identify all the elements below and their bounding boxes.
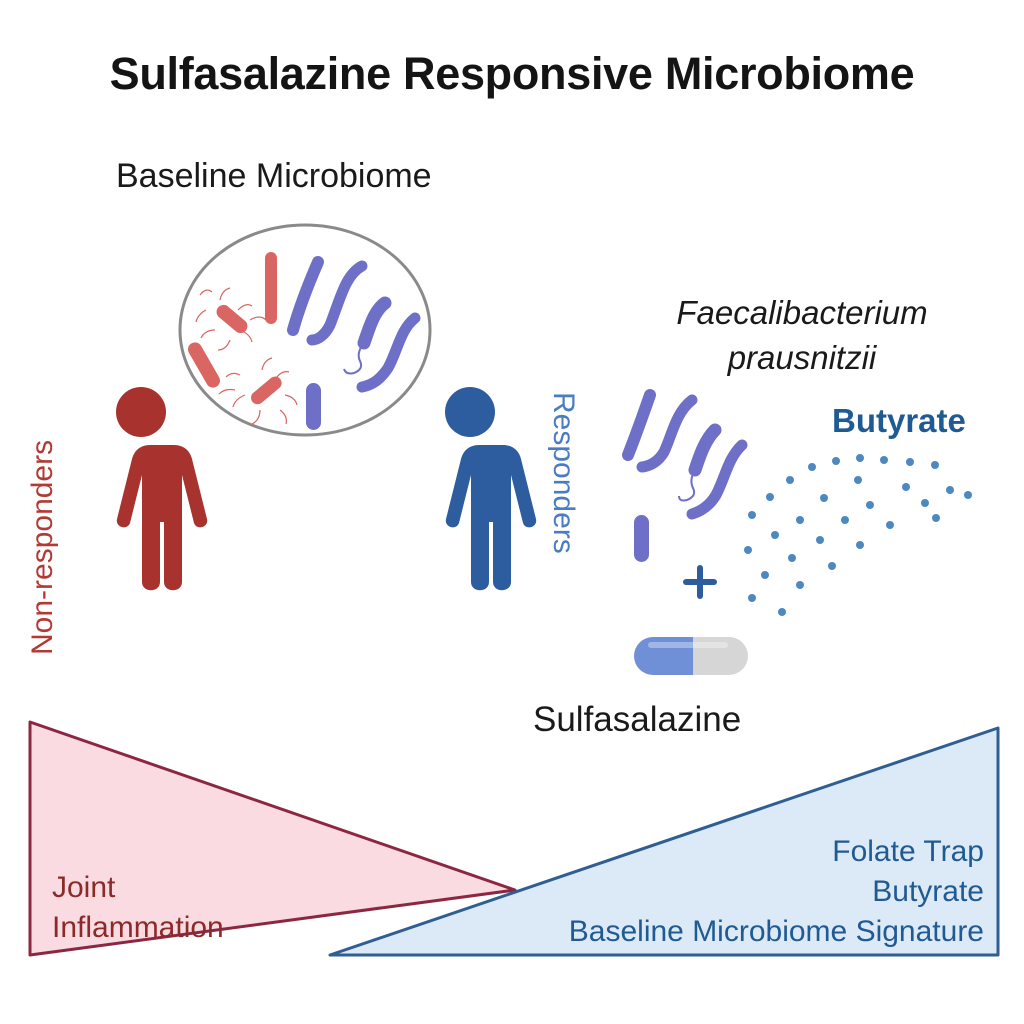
capsule-icon <box>634 637 748 675</box>
outcome-line: Folate Trap <box>832 835 984 868</box>
red-flagellated-bacterium-icon <box>218 357 298 425</box>
red-flagellated-bacterium-icon <box>195 287 267 351</box>
non-responder-person-icon <box>108 387 208 591</box>
butyrate-label: Butyrate <box>832 402 966 439</box>
drug-label: Sulfasalazine <box>533 700 742 739</box>
purple-curved-bacterium-icon <box>356 312 421 393</box>
purple-rod-bacterium-icon <box>287 256 324 336</box>
purple-rod-bacterium-icon <box>306 383 321 430</box>
purple-curved-bacterium-icon <box>306 260 368 346</box>
red-rod-bacterium-icon <box>188 342 220 388</box>
responder-outcome: Folate Trap Butyrate Baseline Microbiome… <box>569 832 984 952</box>
responders-label: Responders <box>547 392 580 554</box>
purple-flagellated-bacterium-icon <box>343 296 392 375</box>
non-responder-triangle <box>28 720 517 957</box>
purple-curved-bacterium-icon <box>636 394 698 473</box>
non-responders-label: Non-responders <box>26 439 59 655</box>
outcome-line: Baseline Microbiome Signature <box>568 915 984 948</box>
responder-triangle <box>328 726 1000 957</box>
species-genus: Faecalibacterium <box>676 294 928 331</box>
purple-curved-bacterium-icon <box>686 439 748 520</box>
plus-icon <box>683 565 717 599</box>
baseline-microbiome-label: Baseline Microbiome <box>116 157 432 195</box>
purple-flagellated-bacterium-icon <box>678 423 722 502</box>
non-responder-outcome: Joint Inflammation <box>52 868 224 948</box>
butyrate-molecules <box>744 454 972 616</box>
purple-rod-bacterium-icon <box>634 515 649 562</box>
baseline-microbiome-circle <box>178 223 432 437</box>
responder-person-icon <box>437 387 537 591</box>
species-label: Faecalibacterium prausnitzii <box>612 290 992 380</box>
outcome-line: Butyrate <box>872 875 984 908</box>
species-epithet: prausnitzii <box>727 339 877 376</box>
outcome-line: Inflammation <box>52 911 224 944</box>
outcome-line: Joint <box>52 871 116 904</box>
purple-rod-bacterium-icon <box>622 389 656 461</box>
red-rod-bacterium-icon <box>265 252 277 324</box>
page-title: Sulfasalazine Responsive Microbiome <box>109 48 915 99</box>
